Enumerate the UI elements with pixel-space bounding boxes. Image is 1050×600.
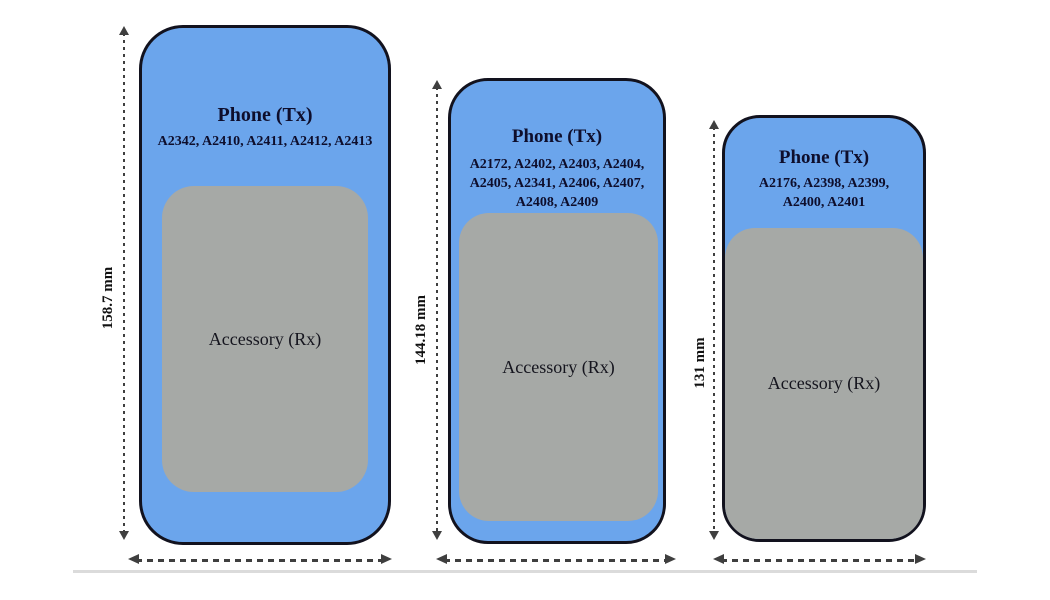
phone-2: Phone (Tx) A2172, A2402, A2403, A2404, A… [448,78,666,544]
model-line: A2408, A2409 [515,195,599,210]
phone-2-title: Phone (Tx) [511,126,603,147]
height-label-3: 131 mm [692,337,708,389]
dotted-line [436,87,438,533]
model-line: A2405, A2341, A2406, A2407, [469,176,645,191]
height-label-1: 158.7 mm [100,266,116,330]
arrow-up-icon [709,120,719,129]
baseline-divider [73,570,977,573]
phone-3: Phone (Tx) A2176, A2398, A2399, A2400, A… [722,115,926,542]
arrow-left-icon [436,554,447,564]
phone-3-models: A2176, A2398, A2399, A2400, A2401 [725,174,923,212]
dotted-line [713,127,715,533]
phone-2-models: A2172, A2402, A2403, A2404, A2405, A2341… [451,155,663,212]
model-line: A2400, A2401 [782,195,866,210]
arrow-up-icon [119,26,129,35]
arrow-left-icon [128,554,139,564]
arrow-down-icon [432,531,442,540]
accessory-2: Accessory (Rx) [459,213,658,521]
arrow-left-icon [713,554,724,564]
arrow-right-icon [381,554,392,564]
dashed-line [721,559,918,562]
phone-1-title: Phone (Tx) [217,104,313,126]
model-line: A2342, A2410, A2411, A2412, A2413 [157,134,373,149]
accessory-1-label: Accessory (Rx) [208,328,322,349]
arrow-down-icon [119,531,129,540]
dashed-line [444,559,668,562]
accessory-2-label: Accessory (Rx) [502,356,615,377]
dashed-line [136,559,384,562]
phone-1-models: A2342, A2410, A2411, A2412, A2413 [142,132,388,151]
model-line: A2176, A2398, A2399, [758,176,890,191]
model-line: A2172, A2402, A2403, A2404, [469,157,645,172]
accessory-3-label: Accessory (Rx) [767,373,881,393]
arrow-up-icon [432,80,442,89]
accessory-1: Accessory (Rx) [162,186,368,492]
phone-3-title: Phone (Tx) [778,147,870,168]
arrow-right-icon [915,554,926,564]
accessory-3: Accessory (Rx) [725,228,923,539]
arrow-right-icon [665,554,676,564]
phone-1: Phone (Tx) A2342, A2410, A2411, A2412, A… [139,25,391,545]
dotted-line [123,33,125,533]
height-label-2: 144.18 mm [413,295,429,365]
arrow-down-icon [709,531,719,540]
